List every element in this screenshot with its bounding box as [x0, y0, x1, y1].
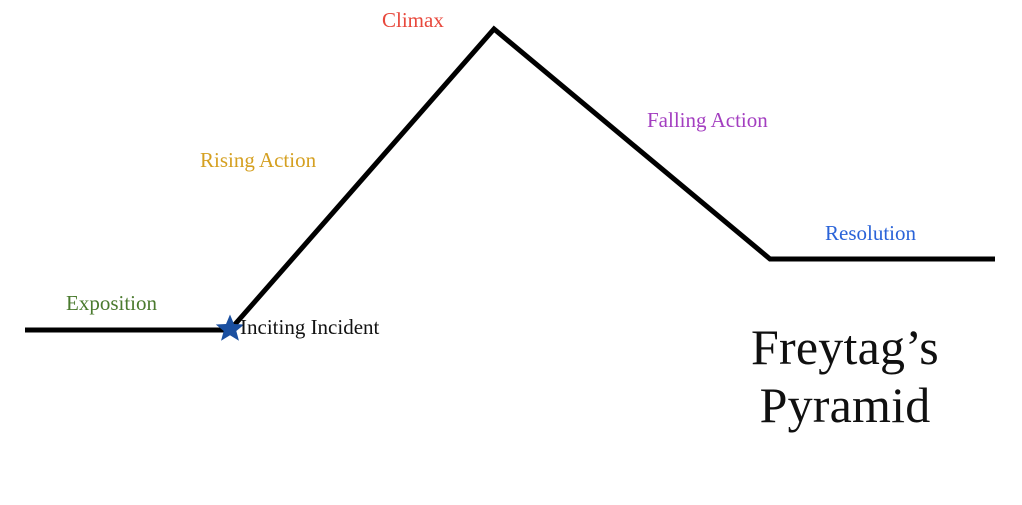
- label-inciting-incident: Inciting Incident: [240, 315, 380, 339]
- label-falling-action: Falling Action: [647, 108, 768, 132]
- dramatic-arc-line: [25, 25, 995, 333]
- label-rising-action: Rising Action: [200, 148, 317, 172]
- diagram-title-line-1: Freytag’s: [751, 319, 939, 375]
- label-resolution: Resolution: [825, 221, 917, 245]
- star-icon: [215, 314, 245, 341]
- label-climax: Climax: [382, 8, 444, 32]
- label-exposition: Exposition: [66, 291, 158, 315]
- diagram-title-line-2: Pyramid: [759, 377, 931, 433]
- diagram-title: Freytag’s Pyramid: [700, 318, 990, 434]
